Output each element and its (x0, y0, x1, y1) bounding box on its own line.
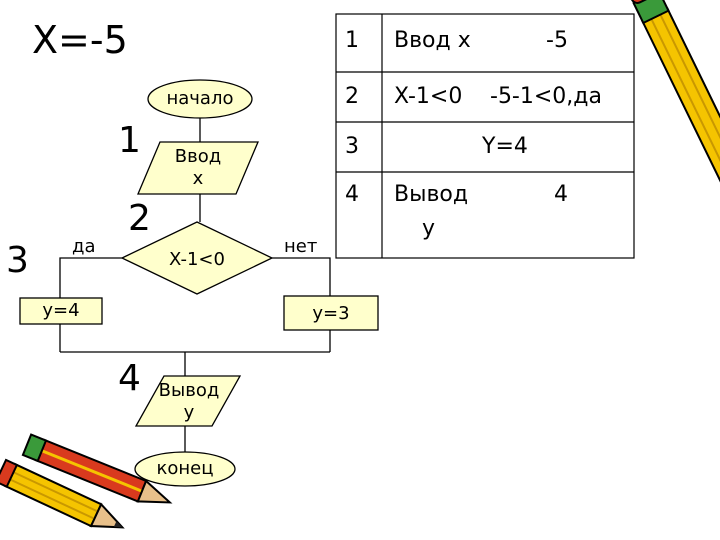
table-row-1-num: 1 (345, 28, 359, 53)
start-label: начало (166, 88, 234, 109)
assign-no-box (283, 295, 379, 331)
table-row-1-result: -5 (546, 28, 568, 53)
yes-label: да (72, 236, 96, 257)
table-row-2-num: 2 (345, 84, 359, 109)
decision-diamond (120, 221, 274, 295)
table-row-4-action-line2: y (422, 216, 436, 241)
step-number-2: 2 (128, 198, 151, 239)
no-label: нет (284, 236, 318, 257)
pencil-icon-right (628, 0, 720, 293)
assign-yes-label: y=4 (42, 300, 80, 321)
table-row-2-result: -5-1<0,да (490, 84, 602, 109)
trace-table-grid (335, 13, 635, 259)
start-terminator (147, 79, 253, 119)
table-row-2-action: X-1<0 (394, 84, 463, 109)
table-row-4-action-line1: Вывод (394, 182, 469, 207)
table-row-3-result: Y=4 (482, 134, 528, 159)
input-label-line1: Ввод (174, 146, 222, 167)
end-label: конец (156, 458, 214, 479)
step-number-4: 4 (118, 358, 141, 399)
page-title: X=-5 (32, 18, 128, 62)
table-row-1-action: Ввод x (394, 28, 471, 53)
output-label-line1: Вывод (158, 380, 220, 401)
input-parallelogram (137, 141, 259, 195)
input-label-line2: x (192, 168, 204, 189)
step-number-3: 3 (6, 240, 29, 281)
output-parallelogram (134, 375, 242, 427)
condition-label: X-1<0 (169, 249, 225, 270)
table-row-3-num: 3 (345, 134, 359, 159)
table-row-4-result: 4 (554, 182, 568, 207)
step-number-1: 1 (118, 120, 141, 161)
assign-yes-box (19, 297, 103, 325)
output-label-line2: y (183, 402, 195, 423)
assign-no-label: y=3 (312, 303, 350, 324)
pencils-icon-bottom-left (0, 433, 173, 529)
table-row-4-num: 4 (345, 182, 359, 207)
end-terminator (134, 451, 236, 487)
connector-lines (59, 118, 331, 452)
